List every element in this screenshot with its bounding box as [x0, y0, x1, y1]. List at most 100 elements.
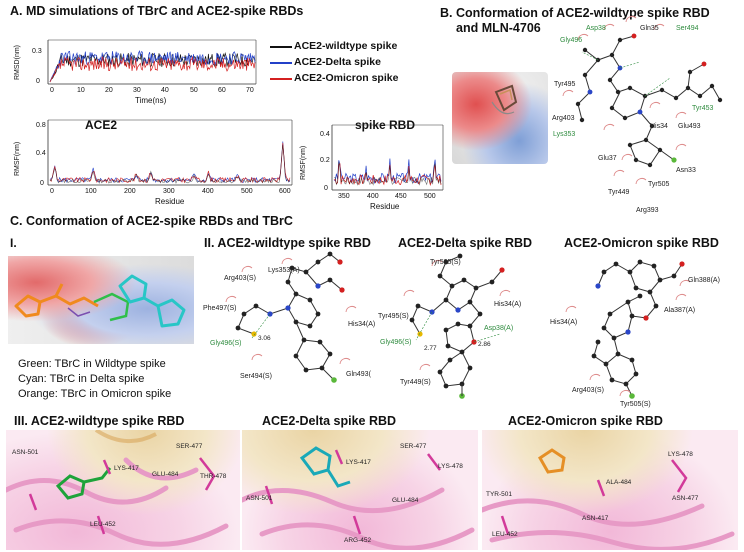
residue-label: Gln388(A): [688, 277, 720, 284]
structure-render-omicron: LYS-478 TYR-501 ALA-484 ASN-477 LEU-452 …: [482, 430, 738, 550]
legend-label-omicron: ACE2-Omicron spike: [294, 72, 399, 84]
residue-label: Ser494: [676, 25, 699, 32]
residue-label: Tyr505(S): [620, 401, 651, 408]
residue-label: Asp38(A): [484, 325, 513, 332]
residue-label: SER-477: [176, 443, 203, 450]
residue-label: Asn33: [676, 167, 696, 174]
residue-label: Lys353: [553, 131, 575, 138]
legend-swatch-omicron: [270, 78, 292, 80]
residue-label: ALA-484: [606, 479, 632, 486]
panel-c-iii-delta-title: ACE2-Delta spike RBD: [262, 414, 397, 428]
residue-label: Gly496(S): [210, 340, 242, 347]
ace2-xtick: 500: [241, 188, 253, 195]
residue-label: LYS-478: [438, 463, 463, 470]
residue-label: Glu493: [678, 123, 701, 130]
residue-label: Ala387(A): [664, 307, 695, 314]
rbd-ytick: 0: [324, 185, 328, 192]
ace2-ytick: 0: [40, 180, 44, 187]
rmsd-ytick: 0: [36, 78, 40, 85]
residue-label: Phe497(S): [203, 305, 236, 312]
residue-label: ARG-452: [344, 537, 371, 544]
residue-label: GLU-484: [152, 471, 179, 478]
residue-label: Gln35: [640, 25, 659, 32]
residue-label: Asp38: [586, 25, 606, 32]
residue-label: Glu37: [598, 155, 617, 162]
residue-label: LEU-452: [492, 531, 518, 538]
legend-swatch-delta: [270, 62, 292, 64]
panel-c-part-i: I.: [10, 236, 17, 250]
panel-b-subtitle: and MLN-4706: [456, 21, 541, 35]
rmsd-xtick: 10: [77, 87, 85, 94]
rbd-xlabel: Residue: [370, 202, 400, 211]
rmsd-xtick: 40: [161, 87, 169, 94]
residue-label: LYS-417: [346, 459, 371, 466]
residue-label: ASN-501: [246, 495, 273, 502]
residue-label: Gly496: [560, 37, 582, 44]
residue-label: TYR-501: [486, 491, 512, 498]
residue-label: His34(A): [348, 321, 375, 328]
surface-image-b: [452, 72, 548, 164]
ace2-xtick: 0: [50, 188, 54, 195]
ace2-xtick: 300: [163, 188, 175, 195]
residue-label: GLU-484: [392, 497, 419, 504]
legend-swatch-wildtype: [270, 46, 292, 48]
rmsd-axes: [47, 39, 257, 85]
rbd-xtick: 450: [395, 193, 407, 200]
residue-label: LYS-478: [668, 451, 693, 458]
residue-label: Arg403(S): [224, 275, 256, 282]
residue-label: Arg403: [552, 115, 575, 122]
residue-label: LEU-452: [90, 521, 116, 528]
residue-label: Tyr505(S): [430, 259, 461, 266]
surface-image-c: [8, 256, 194, 344]
legend-label-wildtype: ACE2-wildtype spike: [294, 40, 398, 52]
residue-label: Tyr505: [648, 181, 670, 188]
panel-c-ii-wildtype-title: II. ACE2-wildtype spike RBD: [204, 236, 371, 250]
ace2-ytick: 0.8: [36, 122, 46, 129]
ace2-xtick: 200: [124, 188, 136, 195]
panel-c-iii-wildtype-title: III. ACE2-wildtype spike RBD: [14, 414, 185, 428]
rbd-xtick: 350: [338, 193, 350, 200]
residue-label: Arg403(S): [572, 387, 604, 394]
residue-label: ASN-477: [672, 495, 699, 502]
ace2-xlabel: Residue: [155, 197, 185, 206]
rmsd-xtick: 60: [218, 87, 226, 94]
residue-label: SER-477: [400, 443, 427, 450]
legend-label-delta: ACE2-Delta spike: [294, 56, 381, 68]
residue-label: His34(A): [494, 301, 521, 308]
residue-label: ASN-501: [12, 449, 39, 456]
residue-label: Gly496(S): [380, 339, 412, 346]
residue-label: Lys353(A): [268, 267, 300, 274]
hbond-distance: 3.06: [258, 335, 271, 342]
rbd-xtick: 400: [367, 193, 379, 200]
panel-c-ii-omicron-title: ACE2-Omicron spike RBD: [564, 236, 719, 250]
caption-orange: Orange: TBrC in Omicron spike: [18, 388, 172, 400]
rbd-ytick: 0.4: [320, 131, 330, 138]
residue-label: Tyr449(S): [400, 379, 431, 386]
structure-render-wildtype: ASN-501 LYS-417 SER-477 GLU-484 THR-478 …: [6, 430, 240, 550]
residue-label: THR-478: [200, 473, 227, 480]
residue-label: His34(A): [550, 319, 577, 326]
ace2-ytick: 0.4: [36, 150, 46, 157]
panel-c-ii-delta-title: ACE2-Delta spike RBD: [398, 236, 533, 250]
panel-c-title: C. Conformation of ACE2-spike RBDs and T…: [10, 214, 293, 228]
residue-label: Arg393: [636, 207, 659, 214]
residue-label: Tyr495(S): [378, 313, 409, 320]
ace2-plot-title: ACE2: [85, 118, 118, 132]
residue-label: Ser494(S): [240, 373, 272, 380]
residue-label: His34: [650, 123, 668, 130]
rmsd-xlabel: Time(ns): [135, 96, 167, 105]
panel-b-title: B. Conformation of ACE2-wildtype spike R…: [440, 6, 710, 20]
residue-label: Tyr495: [554, 81, 576, 88]
residue-label: Tyr453: [692, 105, 714, 112]
rmsd-ytick: 0.3: [32, 48, 42, 55]
rmsd-xtick: 20: [105, 87, 113, 94]
residue-label: LYS-417: [114, 465, 139, 472]
structure-render-delta: LYS-417 SER-477 LYS-478 ASN-501 GLU-484 …: [242, 430, 478, 550]
rmsd-xtick: 50: [190, 87, 198, 94]
caption-green: Green: TBrC in Wildtype spike: [18, 358, 166, 370]
hbond-distance: 2.77: [424, 345, 437, 352]
ace2-xtick: 600: [279, 188, 291, 195]
rmsd-xtick: 70: [246, 87, 254, 94]
residue-label: Gln493(: [346, 371, 372, 378]
rmsd-xtick: 30: [133, 87, 141, 94]
